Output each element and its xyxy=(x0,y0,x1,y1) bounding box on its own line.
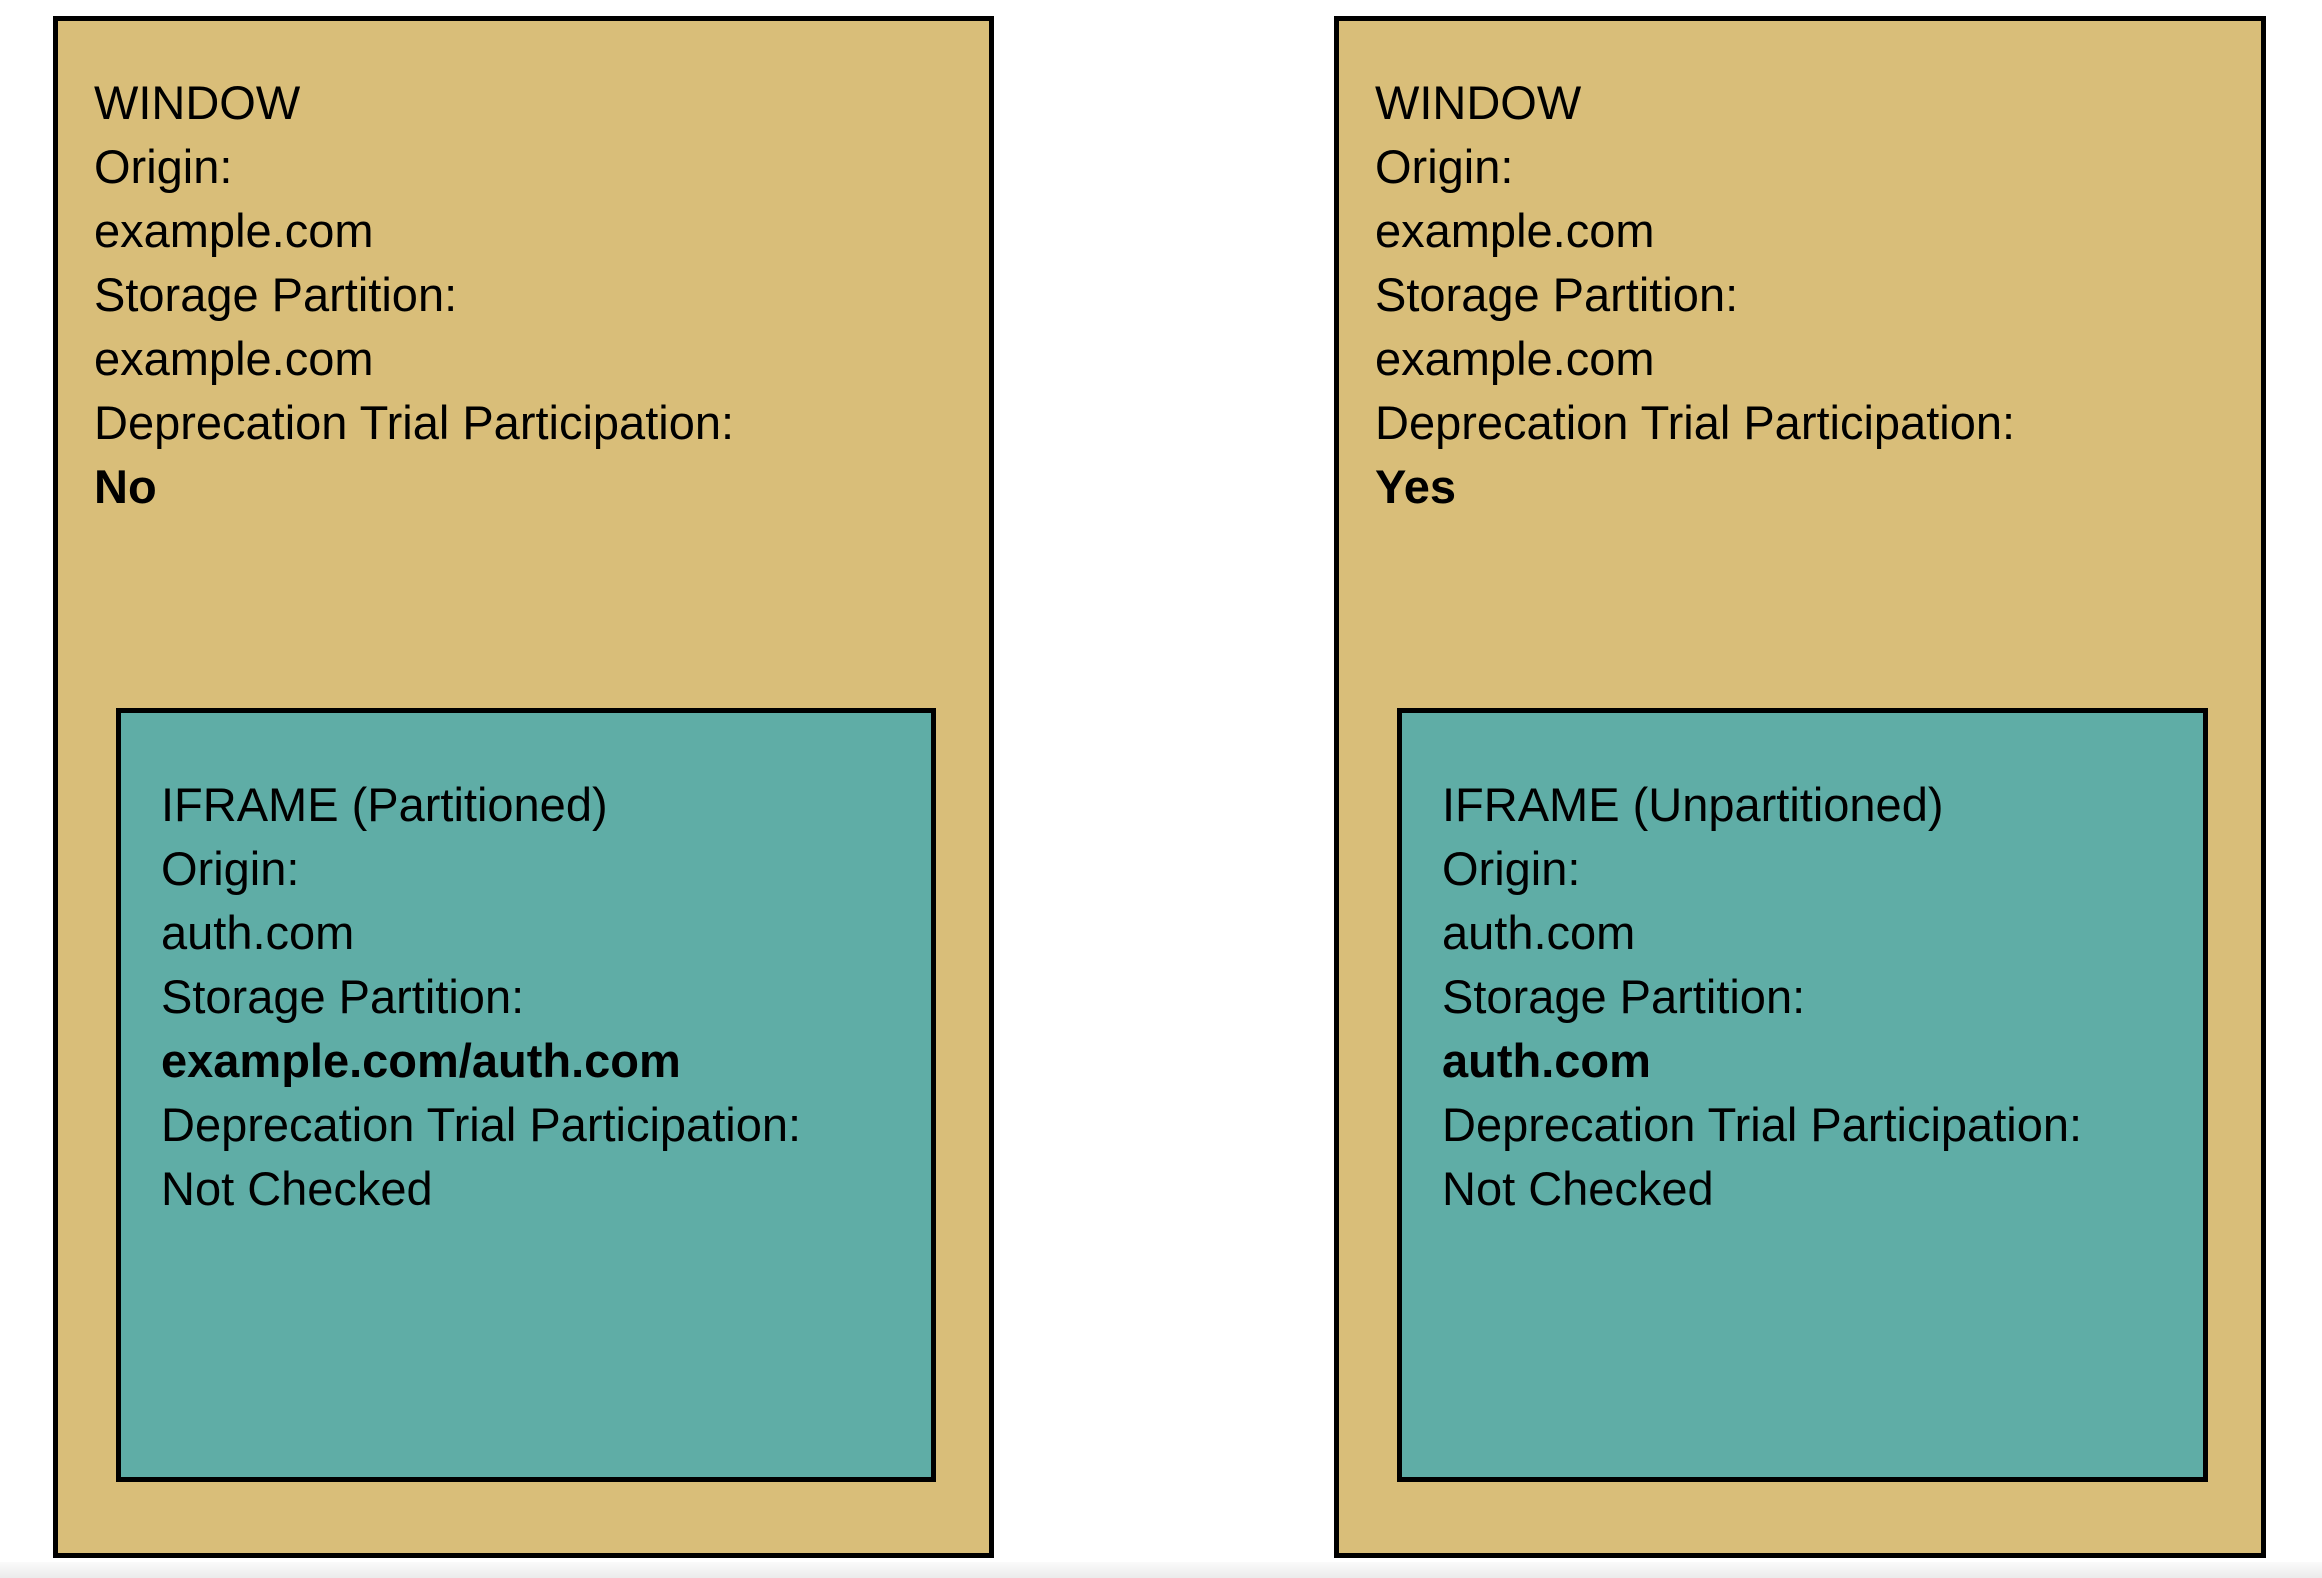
iframe-box-partitioned: IFRAME (Partitioned) Origin: auth.com St… xyxy=(116,708,936,1482)
iframe-deprecation-trial-value: Not Checked xyxy=(1442,1162,1714,1215)
origin-value: example.com xyxy=(1375,204,1655,257)
storage-partition-field: Storage Partition: example.com xyxy=(1375,263,2221,391)
window-box-left: WINDOW Origin: example.com Storage Parti… xyxy=(53,16,994,1558)
iframe-origin-label: Origin: xyxy=(161,842,300,895)
iframe-storage-partition-field: Storage Partition: auth.com xyxy=(1442,965,2173,1093)
page-bottom-strip xyxy=(0,1562,2322,1578)
iframe-origin-field: Origin: auth.com xyxy=(161,837,901,965)
iframe-storage-partition-value: auth.com xyxy=(1442,1034,1651,1087)
storage-partition-value: example.com xyxy=(1375,332,1655,385)
storage-partition-field: Storage Partition: example.com xyxy=(94,263,949,391)
window-title: WINDOW xyxy=(94,76,301,129)
deprecation-trial-value: No xyxy=(94,460,157,513)
iframe-origin-value: auth.com xyxy=(1442,906,1636,959)
iframe-storage-partition-value: example.com/auth.com xyxy=(161,1034,681,1087)
iframe-box-unpartitioned: IFRAME (Unpartitioned) Origin: auth.com … xyxy=(1397,708,2208,1482)
iframe-deprecation-trial-value: Not Checked xyxy=(161,1162,433,1215)
origin-field: Origin: example.com xyxy=(1375,135,2221,263)
window-box-right: WINDOW Origin: example.com Storage Parti… xyxy=(1334,16,2266,1558)
iframe-origin-value: auth.com xyxy=(161,906,355,959)
deprecation-trial-label: Deprecation Trial Participation: xyxy=(94,396,735,449)
deprecation-trial-field: Deprecation Trial Participation: Yes xyxy=(1375,391,2221,519)
deprecation-trial-field: Deprecation Trial Participation: No xyxy=(94,391,949,519)
deprecation-trial-label: Deprecation Trial Participation: xyxy=(1375,396,2016,449)
storage-partition-label: Storage Partition: xyxy=(1375,268,1739,321)
deprecation-trial-value: Yes xyxy=(1375,460,1457,513)
origin-value: example.com xyxy=(94,204,374,257)
iframe-origin-field: Origin: auth.com xyxy=(1442,837,2173,965)
storage-partition-label: Storage Partition: xyxy=(94,268,458,321)
iframe-storage-partition-label: Storage Partition: xyxy=(1442,970,1806,1023)
iframe-origin-label: Origin: xyxy=(1442,842,1581,895)
iframe-deprecation-trial-label: Deprecation Trial Participation: xyxy=(161,1098,802,1151)
iframe-deprecation-trial-field: Deprecation Trial Participation: Not Che… xyxy=(1442,1093,2173,1221)
origin-label: Origin: xyxy=(1375,140,1514,193)
window-title: WINDOW xyxy=(1375,76,1582,129)
origin-label: Origin: xyxy=(94,140,233,193)
iframe-storage-partition-field: Storage Partition: example.com/auth.com xyxy=(161,965,901,1093)
iframe-storage-partition-label: Storage Partition: xyxy=(161,970,525,1023)
iframe-deprecation-trial-field: Deprecation Trial Participation: Not Che… xyxy=(161,1093,901,1221)
iframe-deprecation-trial-label: Deprecation Trial Participation: xyxy=(1442,1098,2083,1151)
origin-field: Origin: example.com xyxy=(94,135,949,263)
iframe-title: IFRAME (Partitioned) xyxy=(161,778,608,831)
iframe-title: IFRAME (Unpartitioned) xyxy=(1442,778,1944,831)
storage-partition-value: example.com xyxy=(94,332,374,385)
